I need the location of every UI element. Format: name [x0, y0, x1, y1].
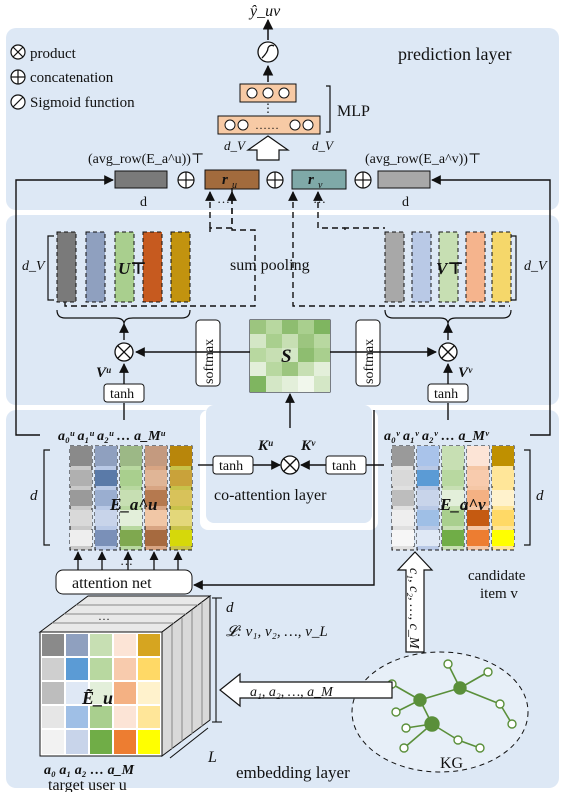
r-v-subscript: v: [318, 180, 323, 191]
target-user-label: target user u: [48, 777, 127, 792]
u-transpose-label: U⊤: [118, 259, 147, 278]
sigmoid-node: [257, 41, 279, 63]
d-label-avg-v: d: [402, 195, 409, 210]
svg-text:⋮: ⋮: [262, 101, 274, 115]
e-a-u-matrix: [69, 445, 193, 551]
attention-net-box: [55, 569, 193, 595]
prediction-layer-title: prediction layer: [398, 44, 511, 64]
concat-node-3: [354, 171, 372, 189]
user-embedding-cube: [38, 595, 212, 757]
kg-nodes: [387, 659, 517, 753]
d-label-ev: d: [536, 488, 544, 504]
d-label-cube: d: [226, 600, 234, 616]
top-labels-u: a₀ᵘ a₁ᵘ a₂ᵘ … a_Mᵘ: [58, 429, 166, 444]
dots-r-u: …: [217, 191, 230, 206]
legend: product concatenation Sigmoid function: [10, 44, 135, 111]
s-matrix: [249, 319, 331, 393]
softmax-box-right: [355, 319, 381, 387]
concat-node-1: [177, 171, 195, 189]
r-u-label: r: [222, 172, 228, 188]
e-a-u-label: E_a^u: [109, 495, 157, 514]
avg-u-label: (avg_row(E_a^u))⊤: [88, 152, 204, 167]
u-matrix: [56, 231, 191, 303]
tanh-label-u: tanh: [110, 387, 134, 402]
d-label-avg-u: d: [140, 195, 147, 210]
v-u-label: Vᵘ: [96, 365, 111, 381]
k-v-label: Kᵛ: [300, 438, 316, 454]
softmax-label-left: softmax: [202, 339, 217, 384]
seq-c-label: c₁, c₂, …, c_M: [406, 568, 421, 650]
r-v-label: r: [308, 172, 314, 188]
v-transpose-label: V⊤: [436, 259, 464, 278]
svg-text:……: ……: [255, 118, 279, 132]
product-icon: [10, 44, 26, 60]
kg-to-item-arrow: [396, 551, 434, 653]
concatenation-icon: [10, 69, 26, 85]
k-u-label: Kᵘ: [257, 438, 273, 454]
v-matrix: [384, 231, 512, 303]
softmax-label-right: softmax: [362, 339, 377, 384]
avg-v-vector: [377, 170, 431, 189]
e-a-v-label: E_a^v: [439, 495, 486, 514]
r-v-vector: [291, 169, 347, 190]
softmax-box-left: [195, 319, 221, 387]
mlp-label: MLP: [337, 103, 370, 120]
e-u-tilde-label: Ẽ_u: [81, 688, 113, 708]
r-u-subscript: u: [232, 180, 237, 191]
mlp-input-arrow: [246, 135, 290, 161]
avg-v-label: (avg_row(E_a^v))⊤: [365, 152, 481, 167]
cube-bottom-labels: a₀ a₁ a₂ … a_M: [44, 763, 135, 778]
output-label: ŷ_uv: [248, 3, 281, 20]
avg-u-vector: [114, 170, 168, 189]
s-label: S: [281, 346, 292, 367]
sum-pooling-label: sum pooling: [230, 257, 310, 274]
product-node-k: [280, 455, 300, 475]
v-v-label: Vᵛ: [458, 365, 473, 381]
top-labels-v: a₀ᵛ a₁ᵛ a₂ᵛ … a_Mᵛ: [384, 429, 490, 444]
product-node-v: [438, 342, 458, 362]
cube-dots: …: [98, 609, 110, 623]
e-a-v-matrix: [391, 445, 515, 551]
dv-label-r-u: d_V: [224, 138, 247, 153]
seq-l-label: 𝓛: v₁, v₂, …, v_L: [226, 624, 328, 640]
tanh-label-v: tanh: [434, 387, 458, 402]
kg-ellipse: [351, 651, 529, 773]
d-label-eu: d: [30, 488, 38, 504]
candidate-label: candidate: [468, 568, 526, 584]
tanh-label-ku: tanh: [219, 459, 243, 474]
embedding-layer-title: embedding layer: [236, 763, 350, 782]
coattention-layer-title: co-attention layer: [214, 487, 327, 504]
sigmoid-icon: [10, 94, 26, 110]
dots-r-v: …: [313, 191, 326, 206]
legend-concatenation: concatenation: [30, 70, 114, 86]
product-node-u: [114, 342, 134, 362]
legend-product: product: [30, 46, 77, 62]
item-v-label: item v: [480, 586, 518, 602]
kg-to-user-arrow: [219, 672, 393, 708]
dots-eu: …: [120, 553, 133, 568]
seq-a-label: a₁, a₂, …, a_M: [250, 685, 334, 700]
dv-label-right: d_V: [524, 259, 548, 274]
mlp-block: ⋮ ……: [217, 83, 321, 135]
concat-node-2: [266, 171, 284, 189]
dv-label-r-v: d_V: [312, 138, 335, 153]
kg-label: KG: [440, 755, 464, 772]
dv-label-left: d_V: [22, 259, 46, 274]
l-label-cube: L: [207, 749, 217, 766]
tanh-label-kv: tanh: [332, 459, 356, 474]
legend-sigmoid: Sigmoid function: [30, 95, 135, 111]
attention-net-label: attention net: [72, 575, 152, 592]
